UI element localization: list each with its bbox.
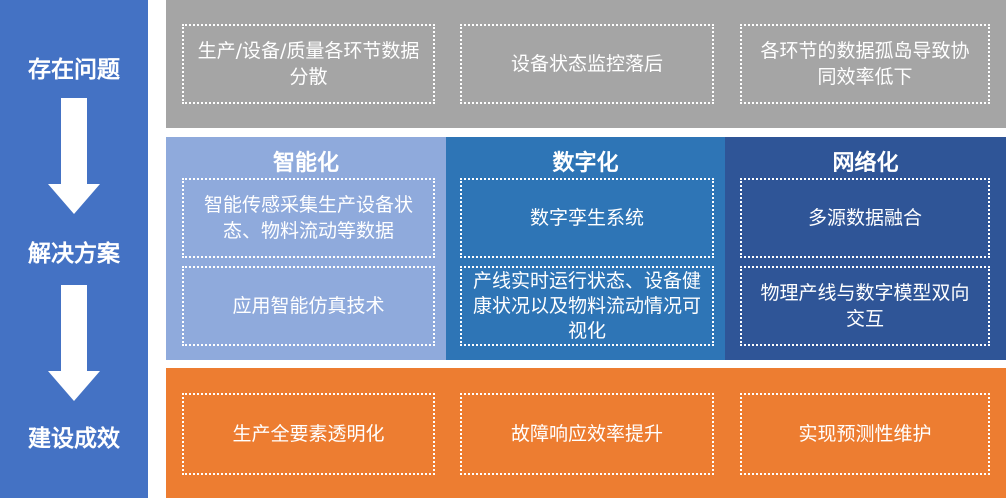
solutions-band: 智能化 智能传感采集生产设备状态、物料流动等数据 应用智能仿真技术 数字化 数字…	[166, 137, 1006, 360]
solution-box: 物理产线与数字模型双向交互	[740, 266, 990, 346]
results-band: 生产全要素透明化 故障响应效率提升 实现预测性维护	[166, 368, 1006, 498]
down-arrow-icon	[48, 285, 100, 401]
problems-band: 生产/设备/质量各环节数据分散 设备状态监控落后 各环节的数据孤岛导致协同效率低…	[166, 0, 1006, 128]
column-title: 智能化	[272, 151, 339, 176]
down-arrow-icon	[48, 98, 100, 214]
column-title: 网络化	[832, 151, 899, 176]
solution-box: 多源数据融合	[740, 178, 990, 258]
solution-box: 产线实时运行状态、设备健康状况以及物料流动情况可视化	[460, 266, 714, 346]
problem-box: 生产/设备/质量各环节数据分散	[182, 24, 435, 104]
result-box: 故障响应效率提升	[460, 393, 714, 475]
left-panel: 存在问题 解决方案 建设成效	[0, 0, 148, 498]
solution-box: 应用智能仿真技术	[182, 266, 435, 346]
solution-column-network: 网络化 多源数据融合 物理产线与数字模型双向交互	[725, 137, 1006, 360]
problem-box: 设备状态监控落后	[460, 24, 714, 104]
result-box: 生产全要素透明化	[182, 393, 435, 475]
column-title: 数字化	[552, 151, 619, 176]
problem-box: 各环节的数据孤岛导致协同效率低下	[740, 24, 990, 104]
label-results: 建设成效	[28, 426, 120, 452]
label-problems: 存在问题	[28, 57, 120, 83]
label-solutions: 解决方案	[28, 241, 120, 267]
result-box: 实现预测性维护	[740, 393, 990, 475]
solution-column-digital: 数字化 数字孪生系统 产线实时运行状态、设备健康状况以及物料流动情况可视化	[446, 137, 725, 360]
solution-column-intelligent: 智能化 智能传感采集生产设备状态、物料流动等数据 应用智能仿真技术	[166, 137, 446, 360]
solution-box: 数字孪生系统	[460, 178, 714, 258]
solution-box: 智能传感采集生产设备状态、物料流动等数据	[182, 178, 435, 258]
